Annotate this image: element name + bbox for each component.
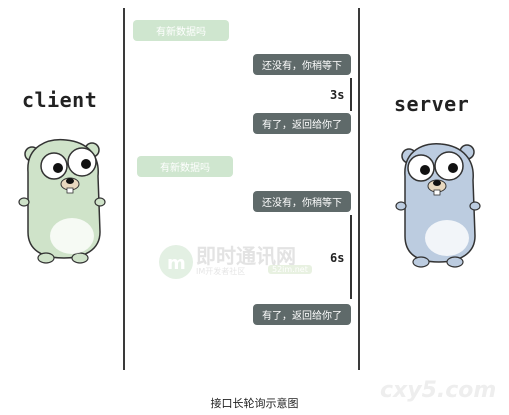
client-lifeline: [123, 8, 125, 370]
server-label: server: [394, 92, 470, 116]
svg-text:m: m: [167, 253, 186, 274]
client-gopher-illustration: [18, 132, 108, 267]
request-message: 有新数据吗: [133, 20, 229, 41]
server-gopher-illustration: [395, 136, 485, 271]
wait-bracket: [350, 215, 352, 299]
data-response-message: 有了，返回给你了: [253, 113, 351, 134]
client-label: client: [22, 88, 98, 112]
watermark-logo: m 即时通讯网 IM开发者社区 52im.net: [150, 238, 360, 288]
wait-duration-label: 6s: [330, 251, 345, 265]
wait-bracket: [350, 78, 352, 111]
wait-response-message: 还没有，你稍等下: [253, 191, 351, 212]
diagram-caption: 接口长轮询示意图: [210, 397, 299, 410]
wait-response-message: 还没有，你稍等下: [253, 54, 351, 75]
watermark-brand: 即时通讯网: [196, 244, 296, 268]
watermark-sub: IM开发者社区: [196, 267, 246, 276]
request-message: 有新数据吗: [137, 156, 233, 177]
site-watermark: cxy5.com: [380, 378, 497, 403]
wait-duration-label: 3s: [330, 88, 345, 102]
data-response-message: 有了，返回给你了: [253, 304, 351, 325]
server-lifeline: [358, 8, 360, 370]
watermark-tag: 52im.net: [268, 265, 312, 274]
